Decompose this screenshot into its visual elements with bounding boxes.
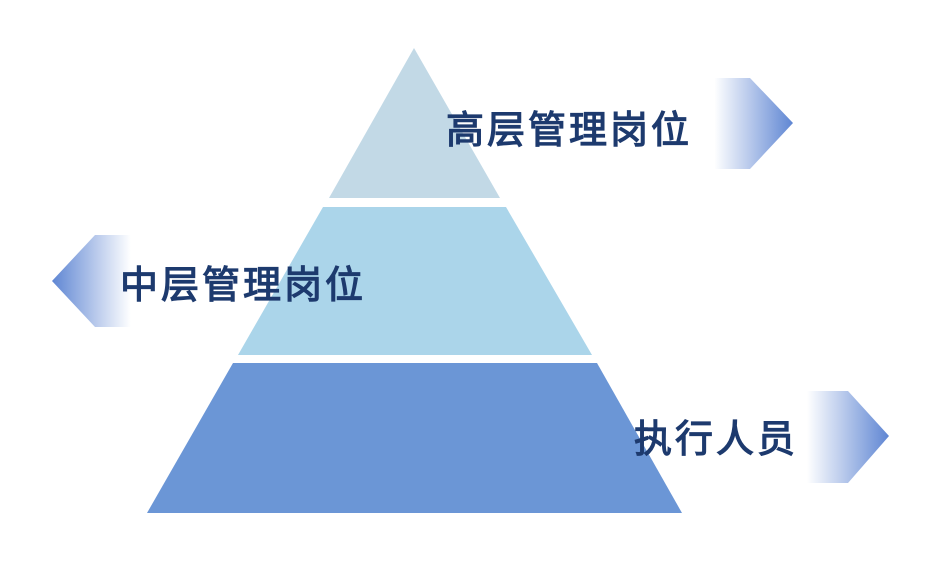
bottom-level-label: 执行人员 xyxy=(634,417,798,461)
pyramid-tier-middle xyxy=(238,207,592,355)
top-level-label: 高层管理岗位 xyxy=(446,108,692,152)
middle-level-label: 中层管理岗位 xyxy=(120,263,366,307)
top-level-arrow xyxy=(650,78,793,169)
pyramid-tier-top xyxy=(329,48,500,198)
bottom-level-arrow xyxy=(740,391,889,483)
pyramid-tier-bottom xyxy=(147,363,682,513)
middle-level-arrow xyxy=(52,235,195,327)
